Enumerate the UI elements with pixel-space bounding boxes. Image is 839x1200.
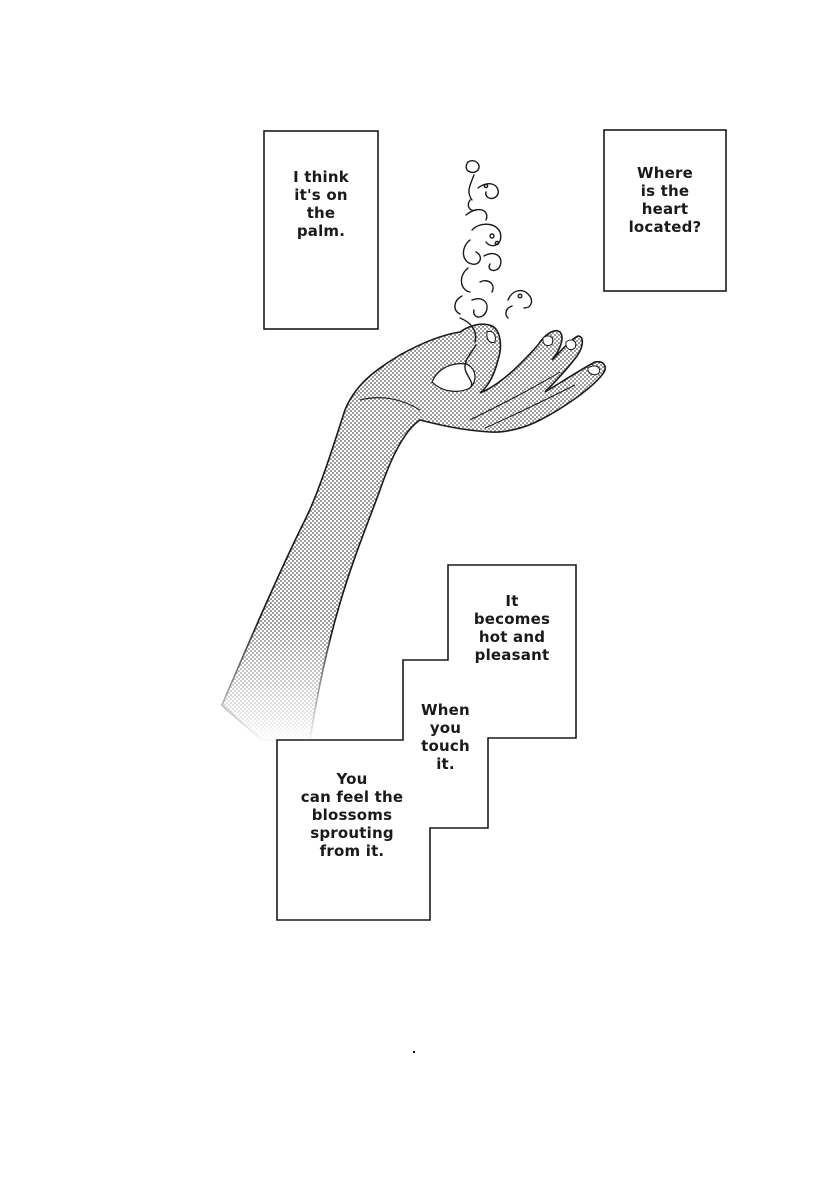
caption-palm: I think it's on the palm. xyxy=(293,168,349,240)
hand-illustration-icon xyxy=(210,323,606,745)
blossoms-illustration-icon xyxy=(454,160,533,389)
page-mark xyxy=(412,1050,416,1054)
caption-heart: Where is the heart located? xyxy=(628,164,702,236)
caption-hot: It becomes hot and pleasant xyxy=(473,592,551,664)
caption-box-palm xyxy=(263,130,379,330)
caption-box-heart xyxy=(603,129,727,292)
caption-blossoms: You can feel the blossoms sprouting from… xyxy=(300,770,404,860)
caption-touch: When you touch it. xyxy=(421,701,470,773)
caption-box-stepped xyxy=(276,564,577,921)
